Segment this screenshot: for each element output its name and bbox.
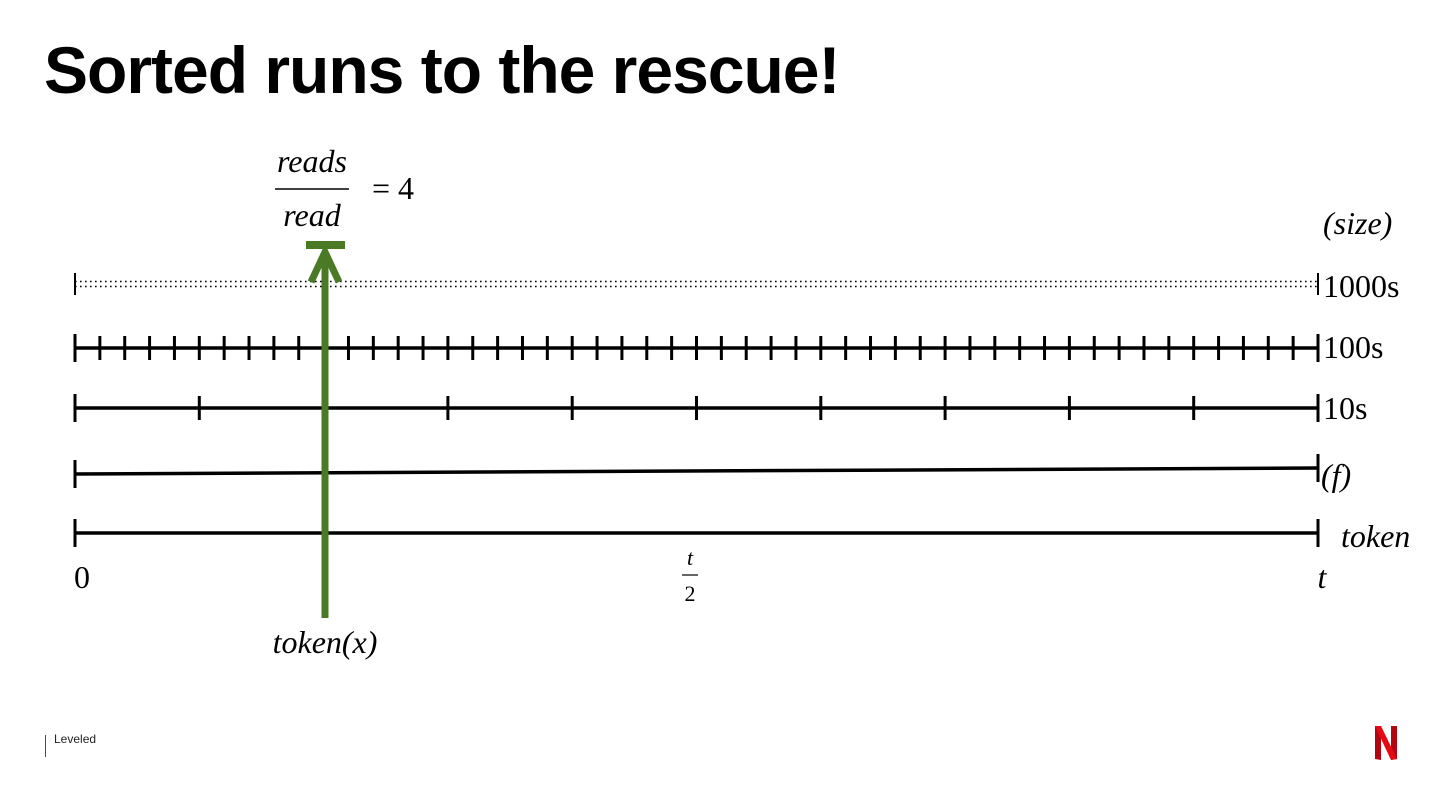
slide-title: Sorted runs to the rescue! (44, 33, 840, 107)
axis-mid-numerator: t (687, 545, 694, 570)
axis-label-start: 0 (74, 559, 90, 595)
run-line-f (74, 466, 1319, 476)
footer-label: Leveled (54, 732, 97, 746)
level-label-token: token (1341, 518, 1410, 554)
size-header: (size) (1323, 205, 1392, 241)
formula-denominator: read (283, 197, 341, 233)
level-label-100s: 100s (1323, 329, 1383, 365)
level-label-10s: 10s (1323, 390, 1367, 426)
formula-numerator: reads (277, 143, 347, 179)
arrow-head (307, 243, 343, 284)
level-timelines (73, 273, 1320, 547)
arrow-cap (306, 241, 345, 249)
netflix-logo-icon (1375, 726, 1397, 760)
token-lookup-arrow (306, 241, 345, 618)
level-label-1000s: 1000s (1323, 268, 1399, 304)
formula-equals: = 4 (372, 170, 414, 206)
footer-accent-bar (45, 735, 46, 757)
axis-label-end: t (1318, 559, 1328, 595)
axis-mid-denominator: 2 (685, 581, 696, 606)
level-label-f: (f) (1321, 457, 1351, 493)
marker-label: token(x) (273, 624, 378, 660)
